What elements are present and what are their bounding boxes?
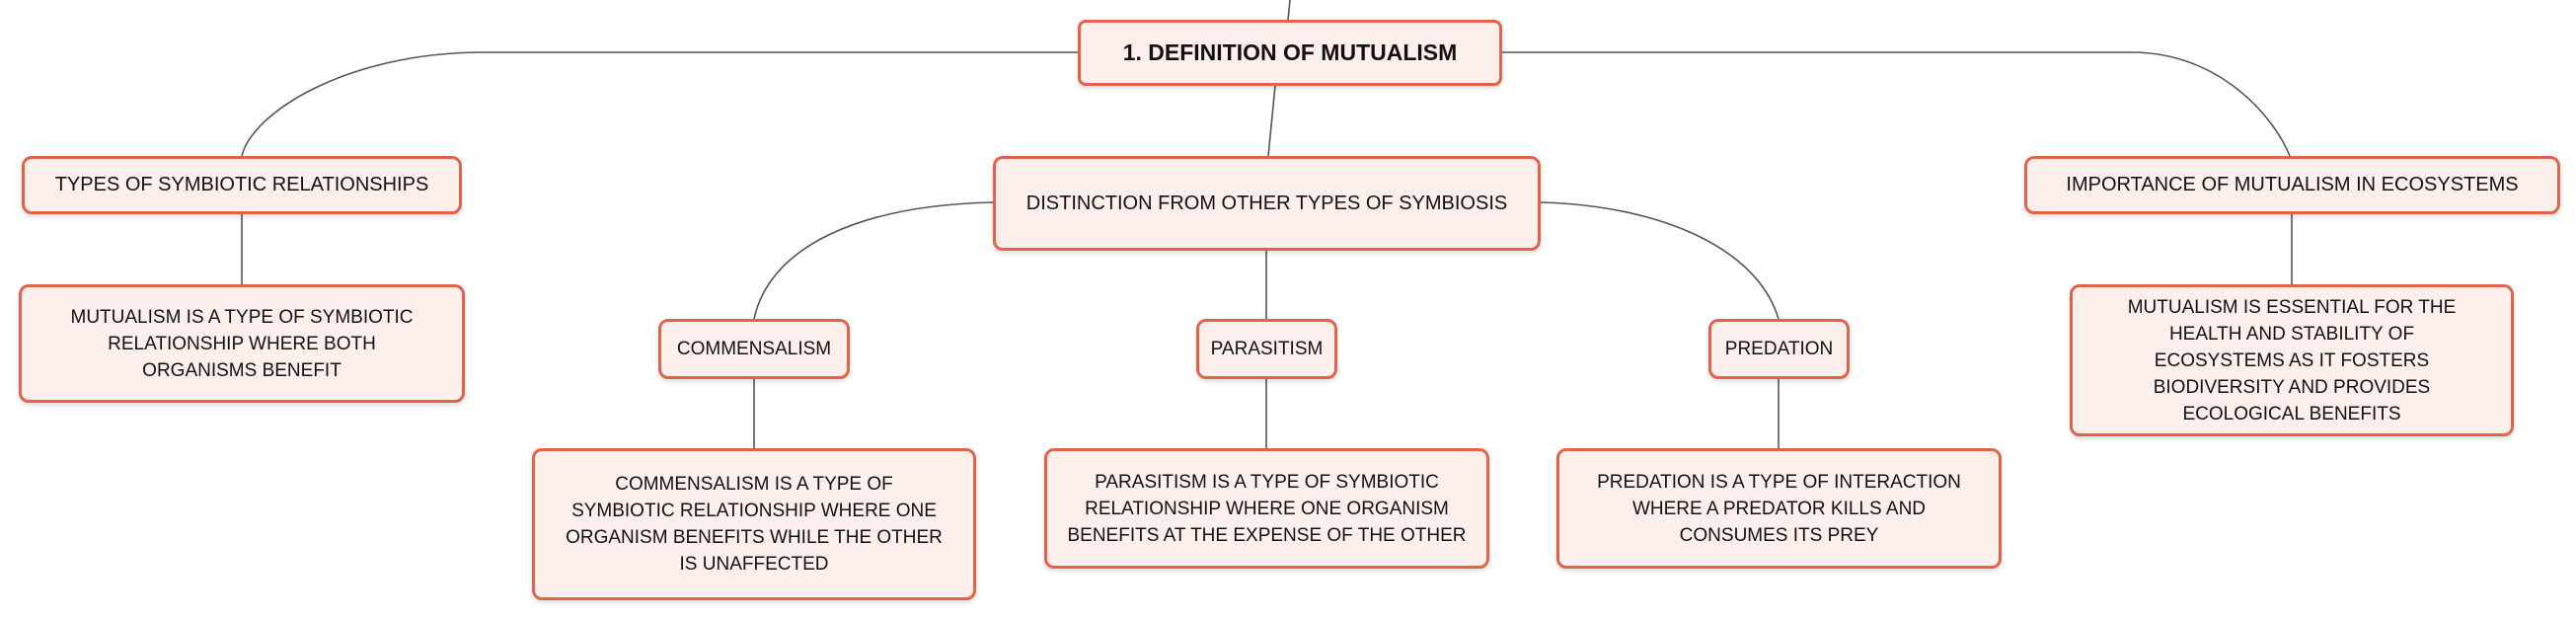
node-parasitism[interactable]: PARASITISM xyxy=(1196,319,1337,379)
node-importance-detail[interactable]: MUTUALISM IS ESSENTIAL FOR THE HEALTH AN… xyxy=(2070,284,2514,436)
root-node-definition-of-mutualism[interactable]: 1. DEFINITION OF MUTUALISM xyxy=(1078,20,1502,86)
node-types-of-symbiotic-relationships[interactable]: TYPES OF SYMBIOTIC RELATIONSHIPS xyxy=(22,156,462,214)
connector-root-to-distinction xyxy=(1267,85,1276,157)
connector-root-to-types xyxy=(241,51,1078,157)
node-distinction-from-other-types[interactable]: DISTINCTION FROM OTHER TYPES OF SYMBIOSI… xyxy=(993,156,1541,251)
node-predation-detail[interactable]: PREDATION IS A TYPE OF INTERACTION WHERE… xyxy=(1556,448,2002,569)
node-importance-of-mutualism[interactable]: IMPORTANCE OF MUTUALISM IN ECOSYSTEMS xyxy=(2024,156,2560,214)
node-commensalism-detail[interactable]: COMMENSALISM IS A TYPE OF SYMBIOTIC RELA… xyxy=(532,448,976,600)
connector-distinction-to-predation xyxy=(1540,201,1780,320)
connector-root-to-importance xyxy=(1502,51,2291,157)
node-parasitism-detail[interactable]: PARASITISM IS A TYPE OF SYMBIOTIC RELATI… xyxy=(1044,448,1489,569)
node-commensalism[interactable]: COMMENSALISM xyxy=(658,319,850,379)
node-predation[interactable]: PREDATION xyxy=(1708,319,1850,379)
connector-incoming-root xyxy=(1287,0,1291,21)
connector-distinction-to-commensalism xyxy=(753,201,994,320)
node-types-detail[interactable]: MUTUALISM IS A TYPE OF SYMBIOTIC RELATIO… xyxy=(19,284,465,403)
